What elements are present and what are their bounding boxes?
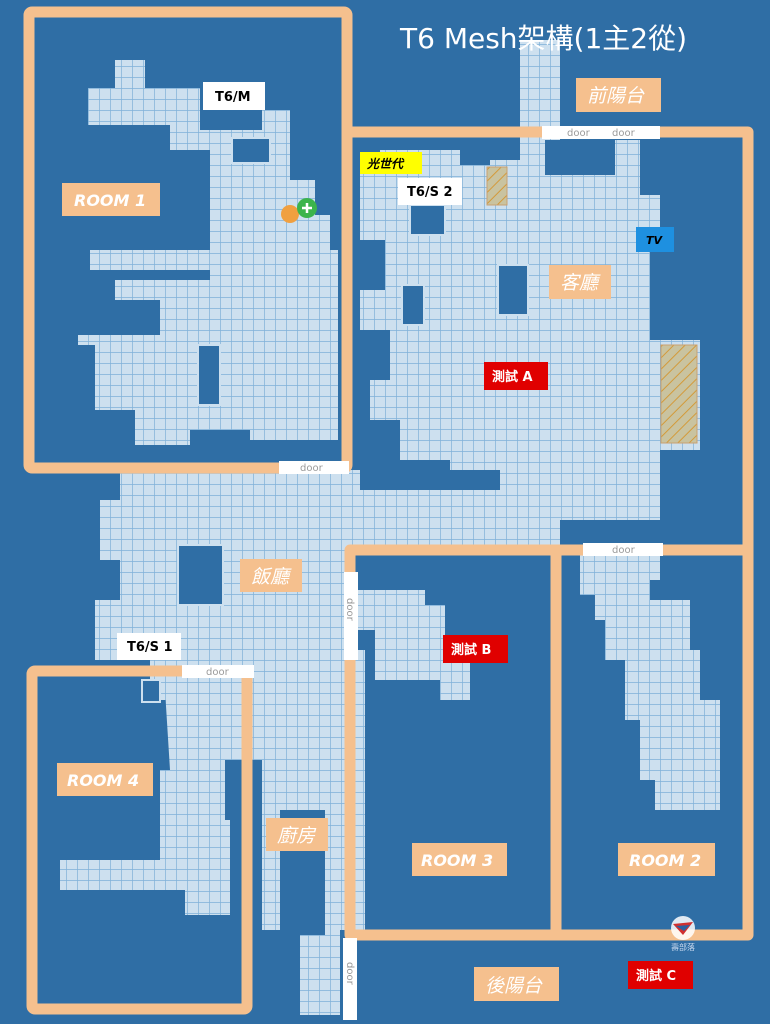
bird-logo-icon xyxy=(671,916,695,940)
door-label-room1: door xyxy=(300,463,324,474)
node-sat2-box xyxy=(398,178,462,205)
front-balcony-label-box xyxy=(576,78,661,112)
dining-room-label: 飯廳 xyxy=(251,566,292,588)
living-room-label-box xyxy=(549,265,611,299)
room3-label-box xyxy=(412,843,507,876)
test-c-label: 測試 C xyxy=(636,968,676,984)
node-sat1-box xyxy=(117,633,181,660)
watermark-label: 壽部落 xyxy=(671,942,695,952)
door-label-room3: door xyxy=(344,598,355,622)
walls xyxy=(23,6,754,1015)
furniture-hatch-top xyxy=(486,166,508,206)
room4-label-box xyxy=(57,763,153,796)
back-balcony-label-box xyxy=(474,967,559,1001)
test-b-box xyxy=(443,635,508,663)
test-b-label: 測試 B xyxy=(451,642,491,658)
living-room-label: 客廳 xyxy=(560,272,601,294)
room2-label: ROOM 2 xyxy=(629,851,701,870)
room2-label-box xyxy=(618,843,715,876)
door-label-back: door xyxy=(344,962,355,986)
front-balcony-label: 前陽台 xyxy=(587,85,645,107)
door-room4 xyxy=(182,665,254,678)
door-front-1 xyxy=(542,126,602,139)
door-front-2 xyxy=(602,126,660,139)
back-balcony-label: 後陽台 xyxy=(485,975,543,997)
door-room1 xyxy=(279,461,349,474)
node-main-label: T6/M xyxy=(215,90,251,105)
brand-label: 光世代 xyxy=(366,157,405,171)
room4-label: ROOM 4 xyxy=(67,771,139,790)
door-room2 xyxy=(583,543,663,556)
door-label-front-2: door xyxy=(612,128,636,139)
robot-dock-icon xyxy=(281,205,299,223)
obstacles xyxy=(141,137,529,703)
furniture-hatch-right xyxy=(660,344,698,444)
test-a-box xyxy=(484,362,548,390)
tv-box xyxy=(636,227,674,252)
room1-wall xyxy=(23,6,353,474)
room1-label: ROOM 1 xyxy=(74,191,146,210)
door-label-room4: door xyxy=(206,667,230,678)
node-sat2-label: T6/S 2 xyxy=(407,185,453,200)
room4-wall xyxy=(26,665,253,1015)
robot-position-icon xyxy=(297,198,317,218)
test-c-box xyxy=(628,961,693,989)
room1-label-box xyxy=(62,183,160,216)
doors xyxy=(182,126,663,1020)
kitchen-label-box xyxy=(266,818,328,851)
kitchen-label: 廚房 xyxy=(277,825,317,847)
room3-label: ROOM 3 xyxy=(421,851,493,870)
door-back xyxy=(343,938,357,1020)
door-label-room2: door xyxy=(612,545,636,556)
page-title: T6 Mesh架構(1主2從) xyxy=(399,22,687,55)
dining-room-label-box xyxy=(240,559,302,592)
door-label-front-1: door xyxy=(567,128,591,139)
node-sat1-label: T6/S 1 xyxy=(127,640,173,655)
brand-box xyxy=(360,152,422,174)
door-room3 xyxy=(344,572,358,660)
living-wall xyxy=(344,126,754,941)
tv-label: TV xyxy=(646,234,664,247)
node-main-box xyxy=(203,82,265,110)
test-a-label: 測試 A xyxy=(492,369,533,385)
